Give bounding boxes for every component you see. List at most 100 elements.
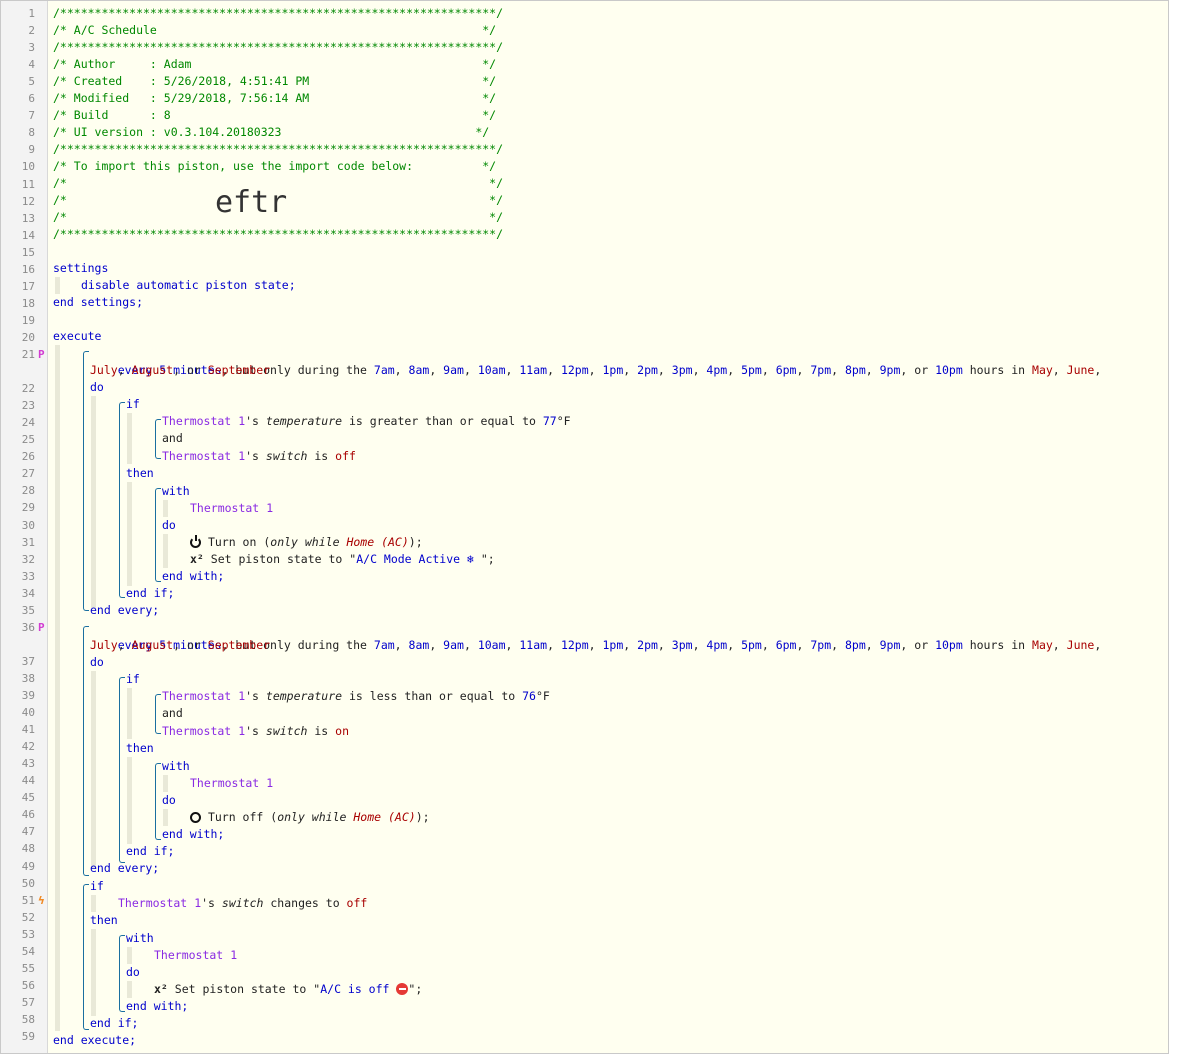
indent-guide [163, 775, 168, 792]
do-keyword[interactable]: do [126, 965, 140, 979]
settings-keyword[interactable]: settings [53, 261, 109, 275]
with-device[interactable]: Thermostat 1 [190, 776, 274, 790]
do-keyword[interactable]: do [90, 655, 104, 669]
line-number: 34 [21, 586, 35, 600]
hour-value: 5pm [741, 638, 762, 652]
hour-value: 8pm [844, 638, 866, 652]
line-number: 23 [21, 399, 35, 413]
every-statement-1[interactable]: every 5 minutes, but only during the 7am… [117, 363, 1102, 377]
hour-value: 11am [519, 638, 548, 652]
and-operator[interactable]: and [162, 431, 183, 445]
hour-value: 10am [477, 638, 506, 652]
then-keyword[interactable]: then [126, 741, 154, 755]
end-if-keyword[interactable]: end if; [90, 1016, 139, 1030]
line-number: 45 [21, 791, 35, 805]
condition-switch-1[interactable]: Thermostat 1's switch is off [162, 449, 356, 463]
power-off-icon [190, 812, 201, 823]
command-set-state[interactable]: x² Set piston state to "A/C Mode Active … [190, 552, 495, 566]
header-border: /***************************************… [53, 227, 504, 241]
do-keyword[interactable]: do [162, 793, 176, 807]
hour-value: 3pm [671, 638, 693, 652]
condition-temperature-1[interactable]: Thermostat 1's temperature is greater th… [162, 414, 571, 428]
line-number: 7 [28, 109, 35, 123]
line-number: 10 [21, 160, 35, 174]
hour-value: 8am [408, 638, 430, 652]
with-keyword[interactable]: with [162, 759, 190, 773]
line-number: 32 [21, 552, 35, 566]
if-keyword[interactable]: if [126, 397, 140, 411]
end-every-keyword[interactable]: end every; [90, 603, 160, 617]
end-with-keyword[interactable]: end with; [126, 999, 189, 1013]
line-number: 9 [28, 143, 35, 157]
hour-value: 11am [519, 363, 548, 377]
header-blank: /* */ [53, 193, 504, 207]
if-keyword[interactable]: if [126, 672, 140, 686]
with-block-bracket [155, 763, 161, 840]
line-number: 2 [28, 24, 35, 38]
line-number: 18 [21, 296, 35, 310]
then-keyword[interactable]: then [126, 466, 154, 480]
with-block-bracket [155, 488, 161, 582]
indent-guide [91, 671, 96, 868]
no-entry-icon [396, 983, 409, 995]
indent-guide [91, 895, 96, 912]
condition-group-bracket [155, 419, 161, 459]
command-turn-off[interactable]: Turn off (only while Home (AC)); [190, 809, 1164, 826]
with-keyword[interactable]: with [126, 931, 154, 945]
hour-value: 9pm [879, 638, 901, 652]
indent-guide [55, 277, 60, 294]
end-execute-keyword[interactable]: end execute; [53, 1033, 137, 1047]
every-statement-2[interactable]: every 5 minutes, but only during the 7am… [117, 638, 1102, 652]
condition-temperature-2[interactable]: Thermostat 1's temperature is less than … [162, 689, 550, 703]
end-settings-keyword[interactable]: end settings; [53, 295, 144, 309]
then-keyword[interactable]: then [90, 913, 118, 927]
header-ui-version: /* UI version : v0.3.104.20180323 */ [53, 125, 490, 139]
restriction-marker: P [38, 348, 45, 361]
hour-value: 10am [477, 363, 506, 377]
with-device[interactable]: Thermostat 1 [190, 501, 274, 515]
command-set-state[interactable]: x² Set piston state to "A/C is off "; [154, 982, 423, 996]
with-device[interactable]: Thermostat 1 [154, 948, 238, 962]
every-statement-1-cont[interactable]: July, August, or September [90, 363, 271, 377]
if-block-bracket [119, 677, 125, 863]
hour-value: 12pm [560, 638, 589, 652]
if-block-bracket [83, 884, 89, 1030]
hour-value: 12pm [560, 363, 589, 377]
power-icon [190, 535, 201, 548]
end-if-keyword[interactable]: end if; [126, 586, 175, 600]
execute-keyword[interactable]: execute [53, 329, 102, 343]
header-import-hint: /* To import this piston, use the import… [53, 159, 497, 173]
command-turn-on[interactable]: Turn on (only while Home (AC)); [190, 534, 1164, 551]
line-number: 48 [21, 842, 35, 856]
hour-value: 6pm [775, 638, 797, 652]
line-number: 43 [21, 757, 35, 771]
hour-value: 2pm [637, 363, 658, 377]
hour-value: 8pm [844, 363, 866, 377]
line-number: 14 [21, 228, 35, 242]
hour-value: 9am [443, 638, 464, 652]
do-keyword[interactable]: do [90, 380, 104, 394]
condition-switch-changes[interactable]: Thermostat 1's switch changes to off [118, 896, 368, 910]
indent-guide [91, 396, 96, 608]
line-number: 35 [21, 603, 35, 617]
hour-value: 6pm [775, 363, 797, 377]
end-with-keyword[interactable]: end with; [162, 827, 225, 841]
line-number: 41 [21, 723, 35, 737]
do-keyword[interactable]: do [162, 518, 176, 532]
end-if-keyword[interactable]: end if; [126, 844, 175, 858]
and-operator[interactable]: and [162, 706, 183, 720]
if-keyword[interactable]: if [90, 879, 104, 893]
end-every-keyword[interactable]: end every; [90, 861, 160, 875]
line-number: 51 [21, 893, 35, 907]
end-with-keyword[interactable]: end with; [162, 569, 225, 583]
settings-body[interactable]: disable automatic piston state; [81, 278, 296, 292]
header-build: /* Build : 8 */ [53, 108, 497, 122]
condition-switch-2[interactable]: Thermostat 1's switch is on [162, 724, 350, 738]
hour-value: 7am [373, 363, 395, 377]
line-number: 52 [21, 910, 35, 924]
indent-guide [55, 345, 60, 1031]
every-statement-2-cont[interactable]: July, August, or September [90, 638, 271, 652]
import-code[interactable]: eftr [215, 185, 288, 220]
with-keyword[interactable]: with [162, 484, 190, 498]
